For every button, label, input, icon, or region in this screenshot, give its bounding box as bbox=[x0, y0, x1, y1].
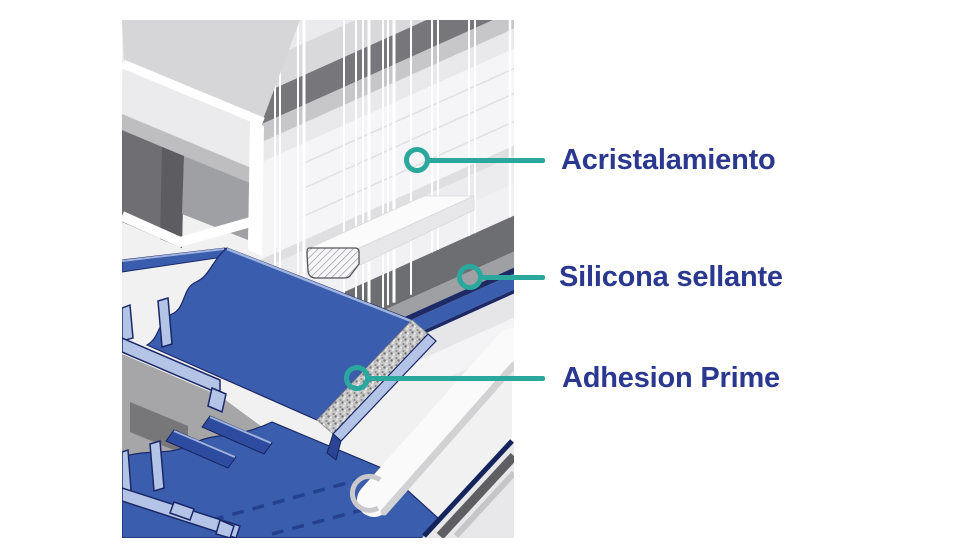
label-silicona-sellante: Silicona sellante bbox=[559, 261, 783, 293]
label-adhesion-prime: Adhesion Prime bbox=[562, 362, 780, 394]
callout-line-silicona bbox=[481, 275, 545, 280]
frame-post bbox=[248, 120, 264, 256]
callout-marker-acristalamiento bbox=[404, 147, 430, 173]
callout-marker-adhesion bbox=[344, 365, 370, 391]
callout-marker-silicona bbox=[457, 264, 483, 290]
lower-cross-section bbox=[122, 440, 241, 538]
upper-cross-section bbox=[122, 297, 227, 414]
illustration-stage bbox=[122, 20, 514, 538]
blue-sill-strip bbox=[277, 273, 514, 380]
white-gasket bbox=[349, 328, 514, 517]
callout-line-adhesion bbox=[368, 376, 545, 381]
bottom-right-strips bbox=[422, 439, 514, 538]
aluminum-frame bbox=[122, 20, 300, 256]
callout-line-acristalamiento bbox=[428, 158, 545, 163]
label-acristalamiento: Acristalamiento bbox=[561, 144, 776, 176]
glazing-illustration bbox=[122, 20, 514, 538]
